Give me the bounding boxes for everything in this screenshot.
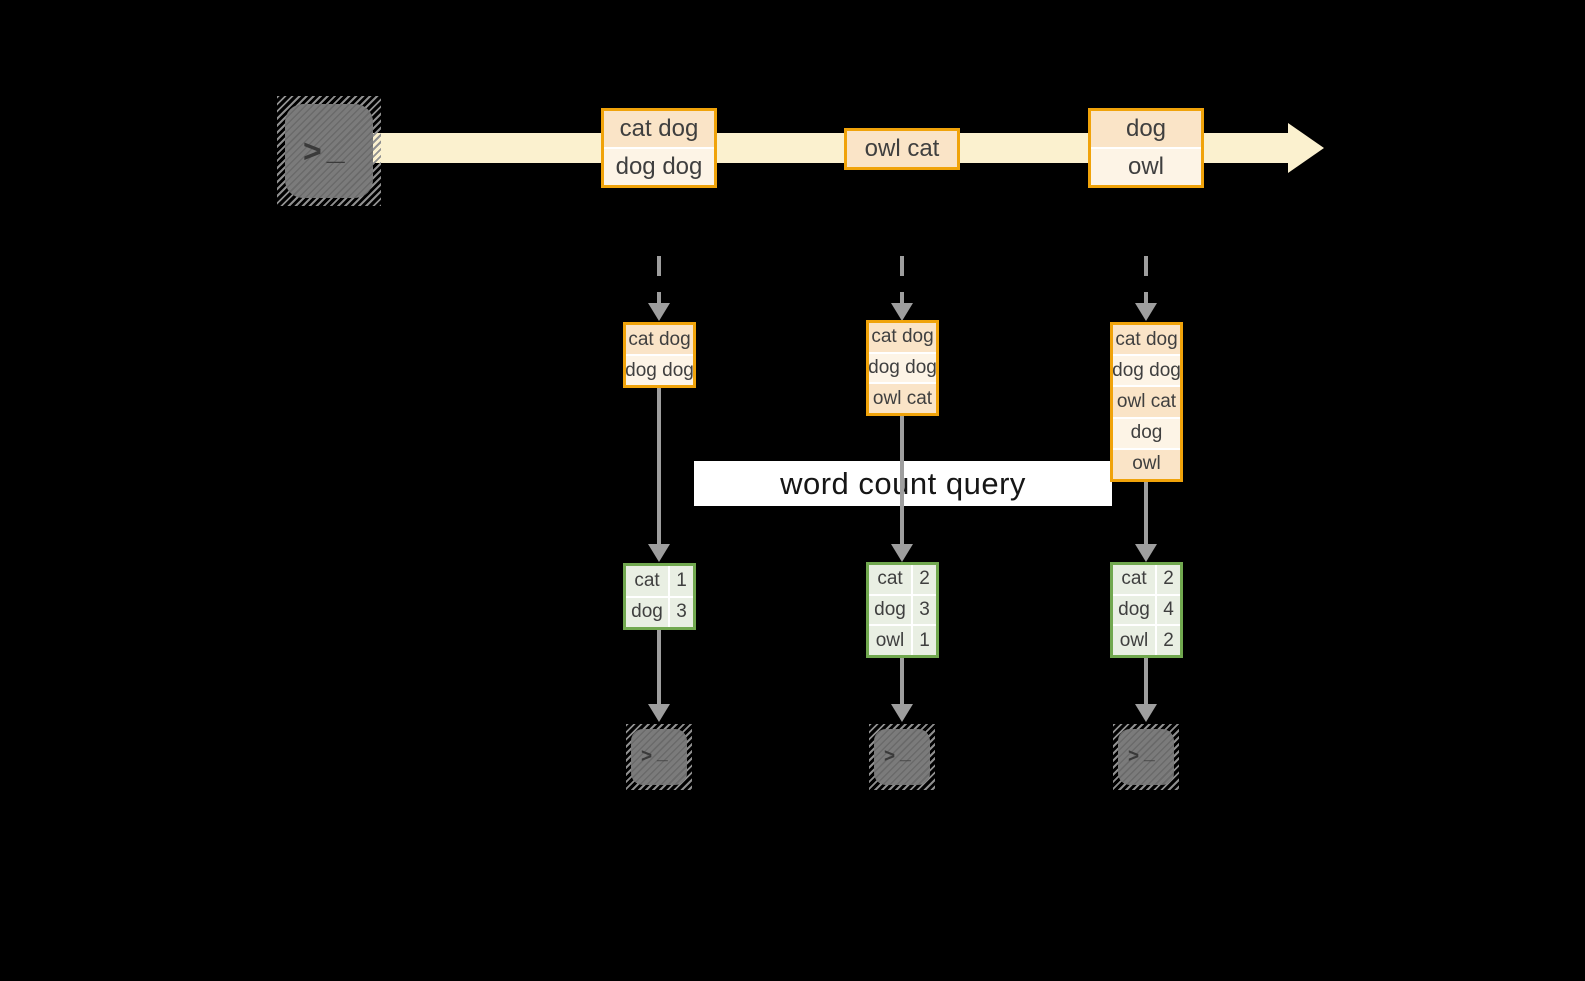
count-value: 3: [913, 595, 936, 625]
count-value: 1: [913, 626, 936, 655]
terminal-prompt-glyph: >: [884, 746, 896, 767]
count-value: 4: [1157, 595, 1180, 625]
count-word: cat: [626, 566, 668, 596]
record-cell: owl: [1113, 449, 1180, 480]
count-value: 3: [670, 597, 693, 627]
event-record: dog: [1091, 111, 1201, 147]
record-cell: dog dog: [868, 353, 937, 383]
count-word: dog: [869, 595, 911, 625]
count-word: owl: [1113, 626, 1155, 655]
connector-line: [657, 629, 661, 705]
snapshot-records-3: cat dog dog dog owl cat dog owl: [1110, 322, 1183, 482]
terminal-source-icon: >_: [277, 96, 381, 206]
terminal-cursor-glyph: _: [1144, 743, 1155, 764]
stream-arrowhead-icon: [1288, 123, 1324, 173]
count-value: 1: [670, 566, 693, 596]
count-word: cat: [869, 565, 911, 594]
terminal-prompt-glyph: >: [641, 746, 653, 767]
terminal-sink-icon: >_: [1113, 724, 1179, 790]
terminal-sink-icon: >_: [626, 724, 692, 790]
arrowhead-down-icon: [891, 704, 913, 722]
terminal-screen: >_: [285, 104, 373, 198]
terminal-cursor-glyph: _: [657, 743, 668, 764]
arrowhead-down-icon: [648, 704, 670, 722]
terminal-sink-icon: >_: [869, 724, 935, 790]
connector-line: [1144, 657, 1148, 705]
count-table-3: cat 2 dog 4 owl 2: [1110, 562, 1183, 658]
event-record: owl: [1091, 149, 1201, 185]
connector-line: [900, 414, 904, 546]
record-cell: cat dog: [1113, 325, 1180, 355]
stream-event-1: cat dog dog dog: [601, 108, 717, 188]
arrowhead-down-icon: [648, 303, 670, 321]
count-word: owl: [869, 626, 911, 655]
connector-line: [900, 657, 904, 705]
terminal-screen: >_: [631, 729, 687, 785]
stream-event-2: owl cat: [844, 128, 960, 170]
event-record: dog dog: [604, 149, 714, 185]
event-record: cat dog: [604, 111, 714, 147]
record-cell: cat dog: [626, 325, 693, 354]
terminal-cursor-glyph: _: [900, 743, 911, 764]
count-word: dog: [1113, 595, 1155, 625]
record-cell: dog dog: [625, 356, 694, 385]
dashed-connector: [1144, 256, 1148, 304]
arrowhead-down-icon: [891, 544, 913, 562]
count-value: 2: [913, 565, 936, 594]
count-value: 2: [1157, 565, 1180, 594]
snapshot-records-1: cat dog dog dog: [623, 322, 696, 388]
terminal-screen: >_: [1118, 729, 1174, 785]
dashed-connector: [657, 256, 661, 304]
record-cell: cat dog: [869, 323, 936, 352]
event-record: owl cat: [847, 131, 957, 167]
terminal-screen: >_: [874, 729, 930, 785]
count-word: cat: [1113, 565, 1155, 594]
terminal-cursor-glyph: _: [326, 129, 345, 166]
arrowhead-down-icon: [1135, 303, 1157, 321]
terminal-prompt-glyph: >: [1128, 746, 1140, 767]
count-table-2: cat 2 dog 3 owl 1: [866, 562, 939, 658]
record-cell: dog: [1113, 418, 1180, 448]
connector-line: [1144, 480, 1148, 546]
record-cell: dog dog: [1112, 356, 1181, 386]
stream-event-3: dog owl: [1088, 108, 1204, 188]
arrowhead-down-icon: [891, 303, 913, 321]
record-cell: owl cat: [869, 384, 936, 414]
arrowhead-down-icon: [648, 544, 670, 562]
arrowhead-down-icon: [1135, 704, 1157, 722]
terminal-prompt-glyph: >: [303, 132, 322, 169]
count-word: dog: [626, 597, 668, 627]
snapshot-records-2: cat dog dog dog owl cat: [866, 320, 939, 416]
record-cell: owl cat: [1113, 387, 1180, 417]
connector-line: [657, 386, 661, 546]
count-table-1: cat 1 dog 3: [623, 563, 696, 630]
count-value: 2: [1157, 626, 1180, 655]
dashed-connector: [900, 256, 904, 304]
arrowhead-down-icon: [1135, 544, 1157, 562]
